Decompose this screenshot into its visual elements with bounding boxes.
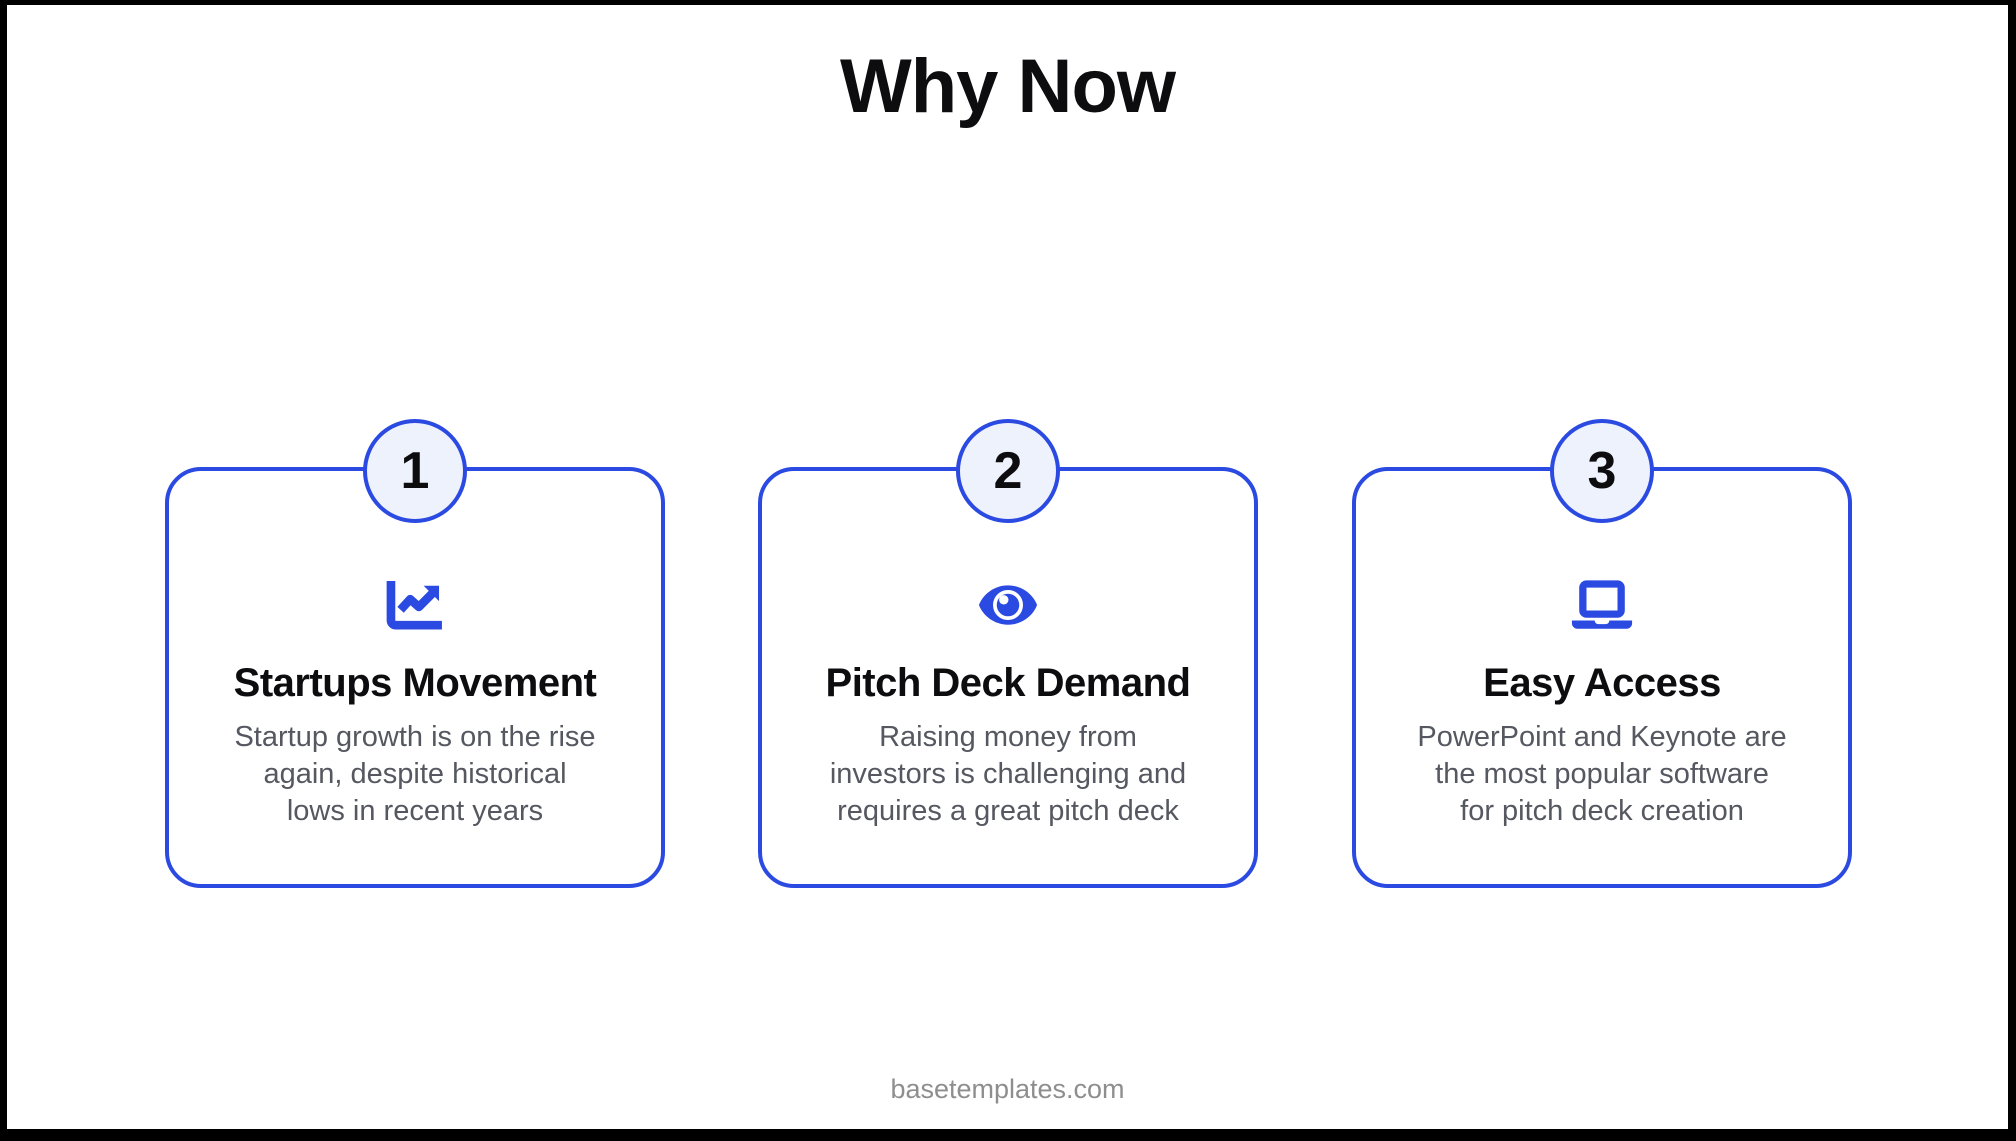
step-number-badge: 1 (363, 419, 467, 523)
card-body: Startup growth is on the rise again, des… (234, 721, 596, 827)
card-body: Raising money from investors is challeng… (829, 721, 1187, 827)
laptop-icon (1571, 579, 1633, 631)
step-number: 3 (1587, 442, 1617, 500)
chart-line-icon (386, 579, 444, 631)
footer-url: basetemplates.com (890, 1074, 1125, 1104)
card-body: PowerPoint and Keynote are the most popu… (1417, 721, 1787, 827)
step-number-badge: 2 (956, 419, 1060, 523)
card-title: Pitch Deck Demand (825, 661, 1191, 705)
card-easy-access: 3 Easy Access PowerPoint and Keynote are… (1352, 419, 1852, 888)
step-number: 1 (400, 442, 430, 500)
card-title: Startups Movement (233, 661, 597, 705)
card-pitch-deck-demand: 2 Pitch Deck Demand Raising money from i… (758, 419, 1258, 888)
eye-icon (978, 579, 1038, 631)
card-title: Easy Access (1483, 661, 1721, 705)
slide: Why Now 1 Startups Movement Startup grow… (7, 5, 2008, 1129)
card-startups-movement: 1 Startups Movement Startup growth is on… (165, 419, 665, 888)
step-number: 2 (993, 442, 1023, 500)
page-title: Why Now (840, 44, 1176, 129)
step-number-badge: 3 (1550, 419, 1654, 523)
